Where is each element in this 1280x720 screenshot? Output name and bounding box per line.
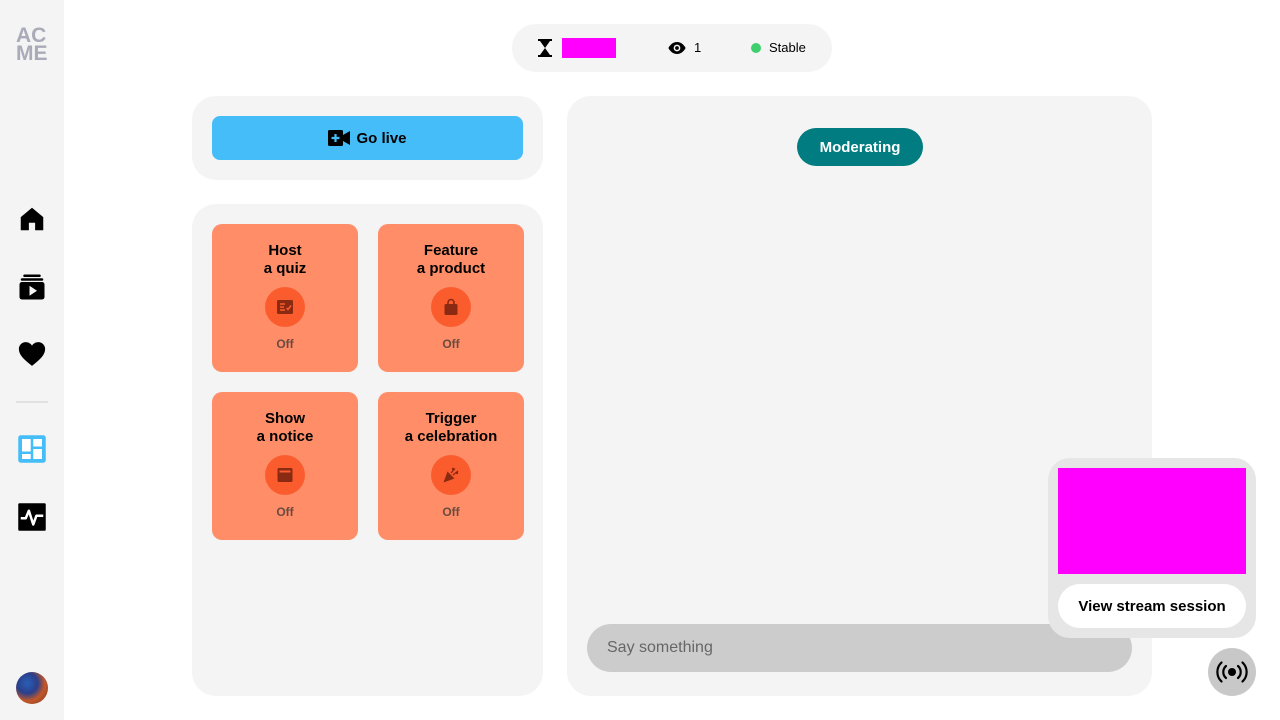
notice-icon bbox=[277, 468, 293, 482]
elapsed-time bbox=[562, 38, 616, 58]
stream-status-bar: 1 Stable bbox=[512, 24, 832, 72]
tile-state: Off bbox=[276, 505, 294, 519]
heart-icon bbox=[18, 342, 46, 366]
sidebar-item-home[interactable] bbox=[16, 203, 48, 235]
tile-state: Off bbox=[276, 337, 294, 351]
sidebar-item-dashboard[interactable] bbox=[16, 433, 48, 465]
tile-title-line: Trigger bbox=[425, 410, 477, 427]
eye-icon bbox=[668, 42, 686, 54]
tile-icon-circle bbox=[431, 287, 471, 327]
tile-title-line: a product bbox=[416, 260, 486, 277]
tile-state: Off bbox=[442, 505, 460, 519]
tile-state: Off bbox=[442, 337, 460, 351]
connection-status-text: Stable bbox=[769, 40, 806, 55]
tile-icon-circle bbox=[265, 455, 305, 495]
tile-show-notice[interactable]: Show a notice Off bbox=[212, 392, 358, 540]
tile-host-quiz[interactable]: Host a quiz Off bbox=[212, 224, 358, 372]
tile-title-line: a quiz bbox=[263, 260, 307, 277]
home-icon bbox=[20, 207, 44, 231]
tile-title-line: Feature bbox=[423, 242, 479, 259]
hourglass-icon bbox=[538, 39, 552, 57]
tile-title: Show a notice bbox=[212, 410, 358, 446]
tile-title: Feature a product bbox=[378, 242, 524, 278]
broadcast-button[interactable] bbox=[1208, 648, 1256, 696]
connection-status-dot bbox=[751, 43, 761, 53]
viewer-count: 1 bbox=[694, 40, 702, 55]
tile-icon-circle bbox=[265, 287, 305, 327]
go-live-button[interactable]: Go live bbox=[212, 116, 523, 160]
sidebar-divider bbox=[16, 401, 48, 403]
video-camera-plus-icon bbox=[328, 130, 351, 146]
avatar[interactable] bbox=[16, 672, 48, 704]
tile-title-line: Show bbox=[265, 410, 305, 427]
sidebar: AC ME bbox=[0, 0, 64, 720]
tile-feature-product[interactable]: Feature a product Off bbox=[378, 224, 524, 372]
tile-title-line: a celebration bbox=[404, 428, 498, 445]
sidebar-item-activity[interactable] bbox=[16, 501, 48, 533]
broadcast-icon bbox=[1216, 661, 1248, 683]
celebration-icon bbox=[443, 467, 459, 483]
go-live-panel: Go live bbox=[192, 96, 543, 180]
moderating-badge[interactable]: Moderating bbox=[797, 128, 923, 166]
tile-title: Trigger a celebration bbox=[378, 410, 524, 446]
quiz-icon bbox=[277, 300, 293, 314]
sidebar-item-videos[interactable] bbox=[16, 271, 48, 303]
stream-session-card: View stream session bbox=[1048, 458, 1256, 638]
chat-input[interactable] bbox=[587, 624, 1132, 672]
tile-title-line: a notice bbox=[256, 428, 314, 445]
tile-trigger-celebration[interactable]: Trigger a celebration Off bbox=[378, 392, 524, 540]
shopping-bag-icon bbox=[444, 298, 458, 315]
interactions-panel: Host a quiz Off Feature a product Off Sh… bbox=[192, 204, 543, 696]
stream-preview[interactable] bbox=[1058, 468, 1246, 574]
acme-logo[interactable]: AC ME bbox=[16, 24, 50, 65]
video-library-icon bbox=[19, 274, 45, 300]
dashboard-icon bbox=[18, 435, 46, 463]
tile-title-line: Host bbox=[268, 242, 302, 259]
tile-icon-circle bbox=[431, 455, 471, 495]
logo-line-2: ME bbox=[16, 42, 48, 65]
sidebar-item-favorites[interactable] bbox=[16, 338, 48, 370]
go-live-label: Go live bbox=[356, 129, 407, 147]
view-stream-session-button[interactable]: View stream session bbox=[1058, 584, 1246, 628]
activity-icon bbox=[18, 503, 46, 531]
logo-line-1: AC bbox=[16, 24, 47, 47]
tile-title: Host a quiz bbox=[212, 242, 358, 278]
